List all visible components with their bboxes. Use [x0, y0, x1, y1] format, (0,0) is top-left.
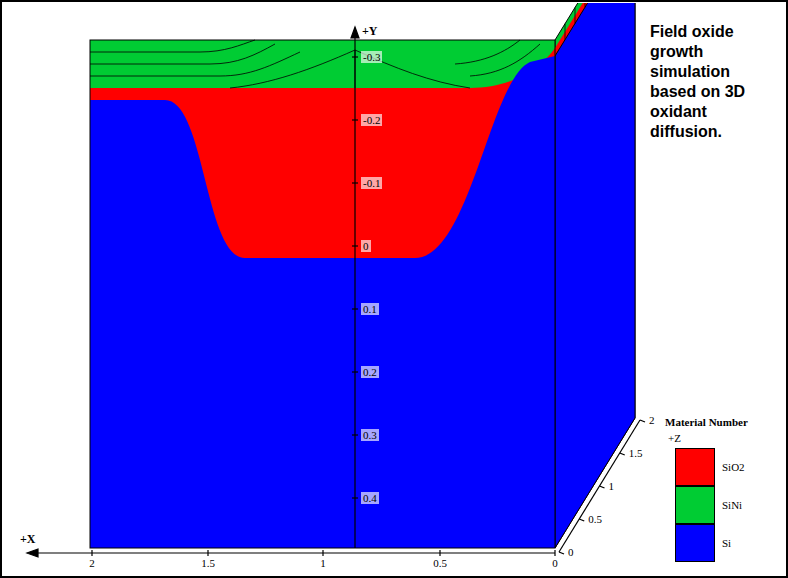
axis-name: +X — [20, 532, 36, 546]
legend-heading: Material Number — [665, 416, 748, 428]
legend-label: SiO2 — [722, 461, 745, 473]
legend-swatch — [675, 524, 715, 562]
axes — [27, 27, 645, 557]
figure-title: Field oxide growth simulation based on 3… — [650, 22, 775, 142]
front-oxide — [90, 48, 555, 548]
axis-name: +Y — [362, 24, 378, 38]
mesh-lines — [565, 3, 625, 40]
tick-label: -0.3 — [361, 51, 382, 63]
tick-label: 0.5 — [433, 557, 447, 569]
tick-label: 0.2 — [361, 366, 379, 378]
tick-label: 0.5 — [588, 513, 602, 525]
tick-label: 1.5 — [201, 557, 215, 569]
tick-label: 2 — [649, 414, 655, 426]
tick-label: 0.3 — [361, 429, 379, 441]
tick-label: -0.2 — [361, 114, 382, 126]
tick-label: 0 — [568, 546, 574, 558]
tick-label: 1 — [320, 557, 326, 569]
tick-label: 0 — [552, 557, 558, 569]
contour-lines — [90, 40, 540, 88]
legend-label: Si — [722, 537, 731, 549]
legend-swatch — [675, 448, 715, 486]
front-nitride — [90, 40, 555, 548]
legend-swatch — [675, 486, 715, 524]
axis-name: +Z — [668, 432, 681, 444]
front-silicon — [90, 56, 555, 548]
side-silicon — [555, 3, 635, 548]
side-nitride — [555, 3, 635, 548]
tick-label: 1 — [609, 480, 615, 492]
tick-label: 0 — [361, 240, 371, 252]
tick-label: 2 — [89, 557, 95, 569]
tick-label: -0.1 — [361, 177, 382, 189]
side-oxide — [555, 3, 635, 548]
tick-label: 0.1 — [361, 303, 379, 315]
legend-label: SiNi — [722, 499, 742, 511]
tick-label: 1.5 — [629, 447, 643, 459]
tick-label: 0.4 — [361, 492, 379, 504]
